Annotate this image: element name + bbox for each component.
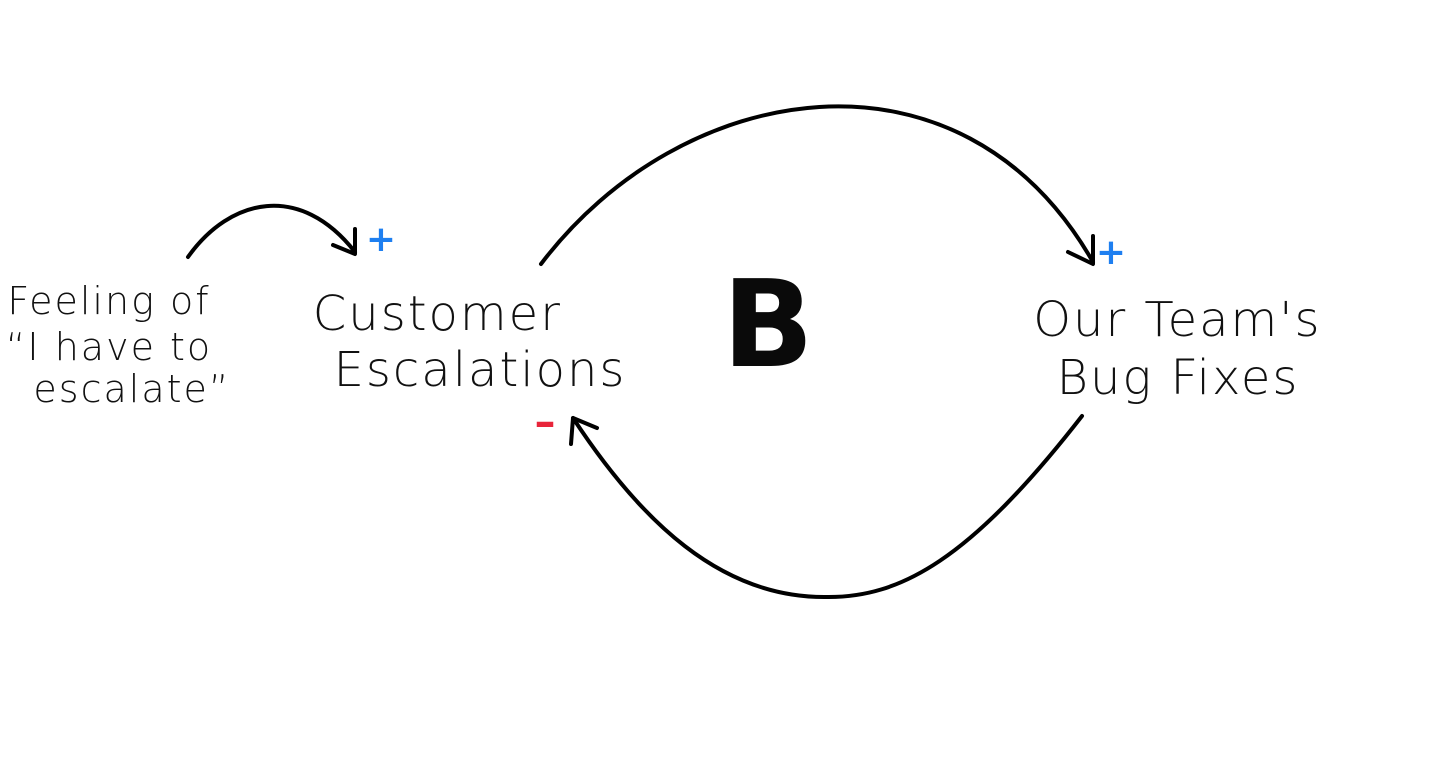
polarity-escalations-to-bug-fixes: +: [1096, 232, 1126, 273]
node-bug-fixes-line-1: Our Team's: [1033, 292, 1321, 348]
link-feeling-to-escalations: [186, 203, 357, 259]
loop-label-balancing: B: [722, 256, 813, 395]
node-feeling-line-3: escalate”: [33, 367, 230, 411]
link-bug-fixes-to-escalations: [571, 414, 1084, 600]
node-bug-fixes-line-2: Bug Fixes: [1057, 350, 1300, 406]
node-feeling-line-2: “I have to: [6, 325, 212, 369]
arrowhead-escalations-to-bug-fixes: [1066, 234, 1095, 266]
polarity-bug-fixes-to-escalations: –: [535, 397, 556, 446]
node-escalations-line-2: Escalations: [334, 342, 627, 398]
arrowhead-feeling-to-escalations: [331, 227, 357, 256]
node-feeling: Feeling of “I have to escalate”: [6, 279, 231, 411]
node-feeling-line-1: Feeling of: [7, 279, 210, 323]
link-escalations-to-bug-fixes: [539, 104, 1095, 266]
node-escalations-line-1: Customer: [313, 286, 562, 342]
polarity-feeling-to-escalations: +: [366, 219, 396, 260]
arrowhead-bug-fixes-to-escalations: [569, 416, 599, 446]
node-customer-escalations: Customer Escalations: [313, 286, 627, 398]
node-bug-fixes: Our Team's Bug Fixes: [1033, 292, 1339, 406]
